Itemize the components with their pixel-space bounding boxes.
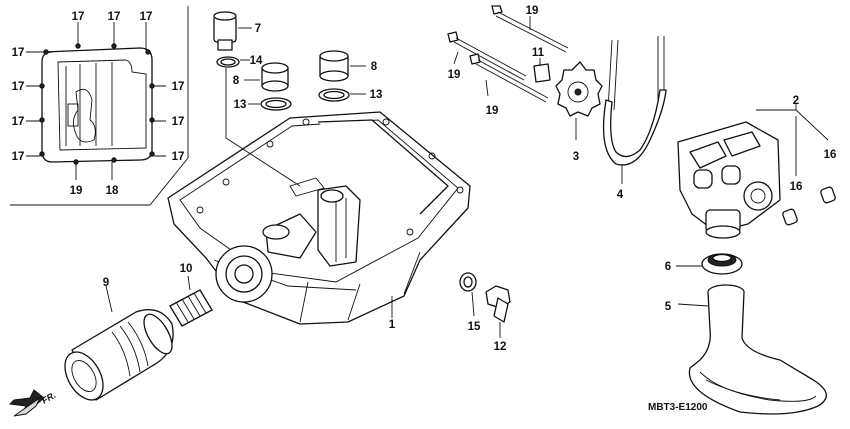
- callout-19-top: 19: [526, 5, 539, 17]
- oil-pan: [167, 111, 471, 325]
- callout-16-right: 16: [824, 149, 837, 161]
- callout-15: 15: [468, 321, 481, 333]
- oil-filter: [64, 285, 174, 401]
- pump-bolts: [447, 5, 569, 103]
- callout-19-left: 19: [448, 69, 461, 81]
- callout-19-mid: 19: [486, 105, 499, 117]
- callout-5: 5: [665, 301, 672, 313]
- front-direction-arrow: [8, 389, 45, 417]
- oil-filter-nipple: [169, 275, 213, 327]
- oil-pipe-and-seals: [213, 11, 366, 187]
- callout-1: 1: [389, 319, 396, 331]
- callout-6: 6: [665, 261, 671, 273]
- oil-strainer: [677, 284, 827, 415]
- callout-8-right: 8: [371, 61, 378, 73]
- callout-19-inset: 19: [70, 185, 83, 197]
- callout-17-right-b: 17: [172, 116, 185, 128]
- oil-pump-drive-chain: [602, 36, 667, 184]
- callout-13-right: 13: [370, 89, 383, 101]
- callout-17-left-c: 17: [12, 116, 25, 128]
- oil-pump-sprocket: [555, 61, 603, 140]
- diagram-code: MBT3-E1200: [648, 402, 708, 413]
- drain-washer-and-bolt: [459, 272, 511, 338]
- callout-7: 7: [255, 23, 261, 35]
- callout-17-left-d: 17: [12, 151, 25, 163]
- callout-12: 12: [494, 341, 507, 353]
- callout-13-left: 13: [234, 99, 247, 111]
- direction-label: FR.: [40, 390, 58, 406]
- inset-oil-pan-outline: [41, 47, 153, 163]
- callout-9: 9: [103, 277, 109, 289]
- callout-11: 11: [532, 47, 545, 59]
- callout-10: 10: [180, 263, 193, 275]
- callout-17-right-a: 17: [172, 81, 185, 93]
- callout-17-left-a: 17: [12, 47, 25, 59]
- callout-18: 18: [106, 185, 119, 197]
- callout-16-left: 16: [790, 181, 803, 193]
- oil-strainer-seal: [676, 253, 743, 275]
- inset-panel: [10, 6, 189, 206]
- callout-labels: 1 2 3 4 5 6 7 8 8 9 10 11 12 13 13 14 15…: [12, 5, 837, 413]
- callout-17-top-a: 17: [72, 11, 85, 23]
- callout-3: 3: [573, 151, 579, 163]
- callout-17-top-c: 17: [140, 11, 153, 23]
- callout-14: 14: [250, 55, 263, 67]
- callout-2: 2: [793, 95, 799, 107]
- dowel-pins: [782, 186, 836, 226]
- oil-pump: [677, 104, 829, 239]
- callout-4: 4: [617, 189, 624, 201]
- callout-17-top-b: 17: [108, 11, 121, 23]
- callout-8-left: 8: [233, 75, 240, 87]
- callout-17-right-c: 17: [172, 151, 185, 163]
- callout-17-left-b: 17: [12, 81, 25, 93]
